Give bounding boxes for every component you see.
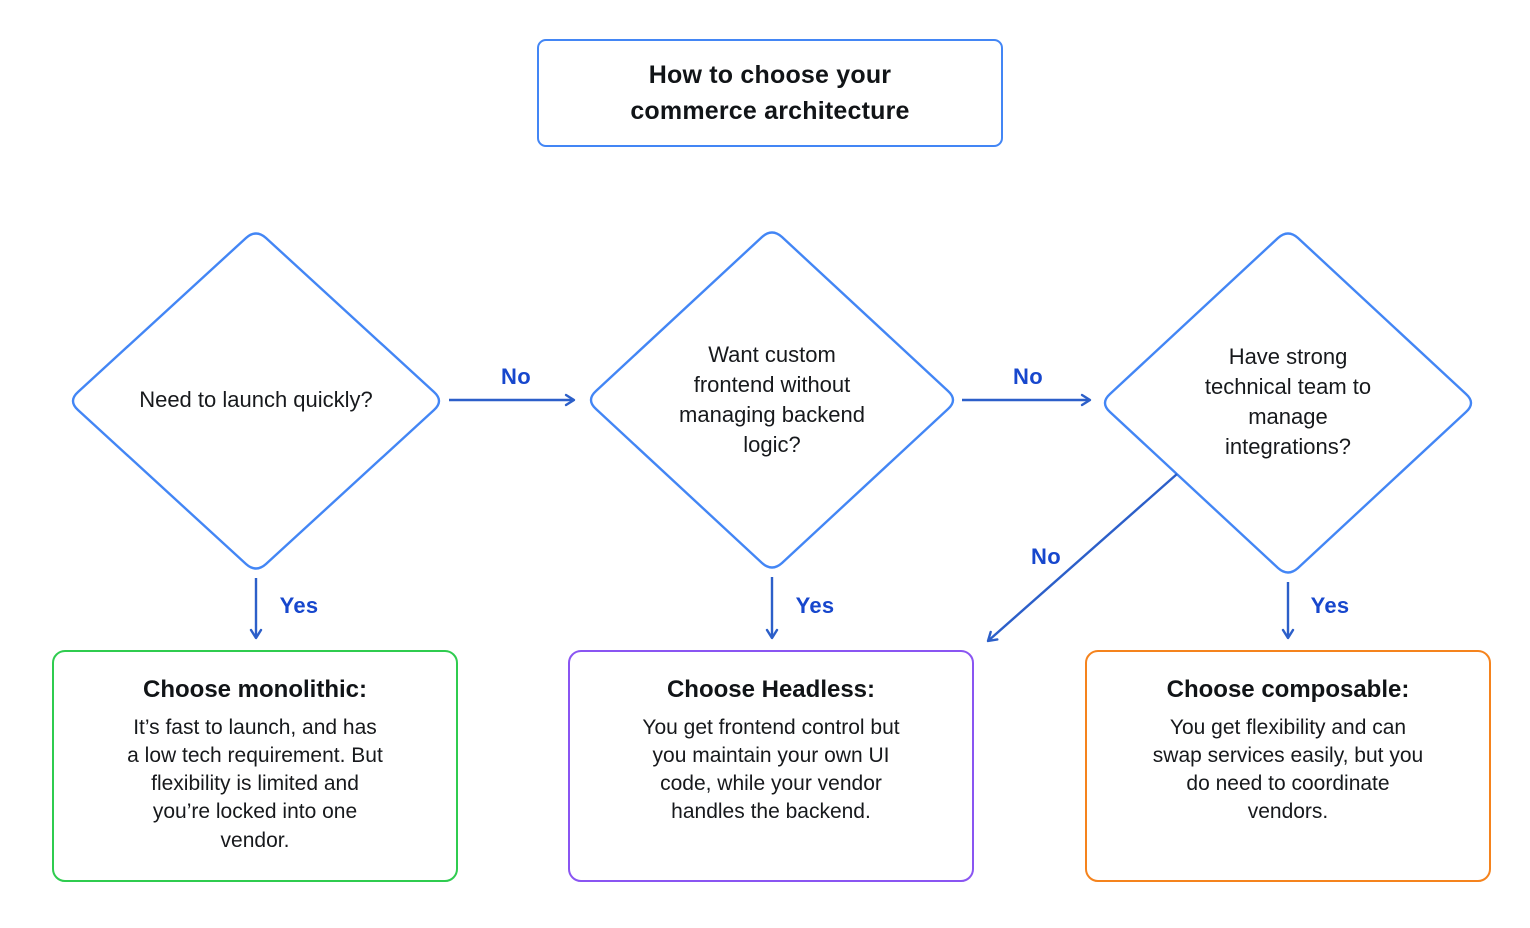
decision-question-custom-frontend: Want custom frontend without managing ba… <box>679 342 865 457</box>
decision-question-technical-team: Have strong technical team to manage int… <box>1204 344 1372 459</box>
outcome-box-composable: Choose composable: You get flexibility a… <box>1085 650 1491 882</box>
edge-label-yes-3: Yes <box>1310 593 1350 618</box>
outcome-heading-monolithic: Choose monolithic: <box>143 676 367 703</box>
edge-label-yes-1: Yes <box>279 593 319 618</box>
outcome-body-composable: You get flexibility and can swap service… <box>1152 716 1424 824</box>
decision-question-launch-quickly: Need to launch quickly? <box>139 387 373 413</box>
title-text: How to choose your commerce architecture <box>630 60 910 125</box>
outcome-heading-composable: Choose composable: <box>1166 676 1410 703</box>
outcome-body-monolithic: It’s fast to launch, and has a low tech … <box>127 716 383 852</box>
edge-label-no-3: No <box>1031 544 1061 569</box>
title-box: How to choose your commerce architecture <box>537 39 1003 147</box>
outcome-heading-headless: Choose Headless: <box>666 676 876 703</box>
edge-label-no-2: No <box>1013 364 1043 389</box>
edge-label-no-1: No <box>501 364 531 389</box>
outcome-body-headless: You get frontend control but you maintai… <box>642 716 900 824</box>
decision-diamond-3 <box>1103 232 1473 574</box>
outcome-box-monolithic: Choose monolithic: It’s fast to launch, … <box>52 650 458 882</box>
outcome-box-headless: Choose Headless: You get frontend contro… <box>568 650 974 882</box>
decision-diamond-2 <box>589 231 955 569</box>
decision-diamond-1 <box>71 232 441 570</box>
arrow-no-3-diagonal <box>986 473 1178 643</box>
edge-label-yes-2: Yes <box>795 593 835 618</box>
